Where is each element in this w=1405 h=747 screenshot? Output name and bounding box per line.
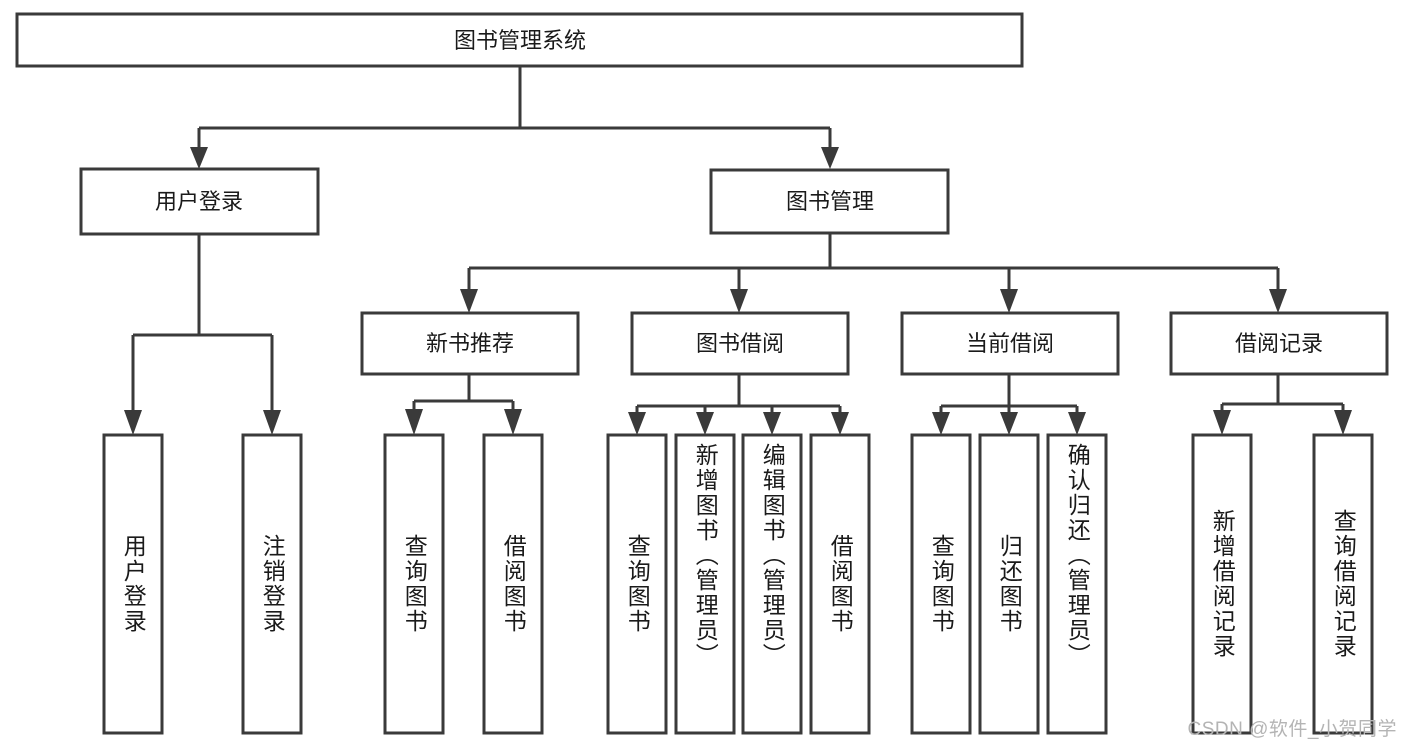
leaf-box-bookborrow-add[interactable] — [674, 433, 736, 735]
node-book-manage-box[interactable] — [709, 168, 950, 235]
arrow-to-currentborrow-leaf-1 — [932, 412, 950, 435]
leaf-box-bookborrow-query[interactable] — [606, 433, 668, 735]
arrow-to-user-login-leaf — [124, 410, 142, 435]
node-book-borrow-label: 图书借阅 — [696, 331, 784, 356]
arrow-to-bookborrow-leaf-3 — [763, 412, 781, 435]
csdn-watermark: CSDN @软件_小贺同学 — [1187, 719, 1397, 740]
arrow-to-logout-leaf — [263, 410, 281, 435]
leaf-box-currentborrow-return[interactable] — [978, 433, 1040, 735]
node-new-book-label: 新书推荐 — [426, 331, 514, 356]
node-new-book-box[interactable] — [360, 311, 580, 376]
leaf-box-record-add[interactable] — [1191, 433, 1253, 735]
node-borrow-record-box[interactable] — [1169, 311, 1389, 376]
node-current-borrow-label: 当前借阅 — [966, 331, 1054, 356]
leaf-box-currentborrow-query[interactable] — [910, 433, 972, 735]
node-layer: 图书管理系统 用户登录 图书管理 新书推荐 图书借阅 当前借阅 借阅记录 — [15, 12, 1389, 735]
arrow-to-newbook-leaf-1 — [405, 409, 423, 435]
leaf-box-currentborrow-confirm[interactable] — [1046, 433, 1108, 735]
arrow-to-new-book — [460, 289, 478, 313]
arrow-to-bookborrow-leaf-4 — [831, 412, 849, 435]
arrow-to-bookborrow-leaf-1 — [628, 412, 646, 435]
leaf-box-bookborrow-edit[interactable] — [741, 433, 803, 735]
arrow-to-newbook-leaf-2 — [504, 409, 522, 435]
leaf-box-record-query[interactable] — [1312, 433, 1374, 735]
node-user-login-box[interactable] — [79, 167, 320, 236]
node-book-manage-label: 图书管理 — [786, 189, 874, 214]
arrow-to-current-borrow — [1000, 289, 1018, 313]
arrow-to-user-login — [190, 147, 208, 169]
arrow-to-book-borrow — [730, 289, 748, 313]
leaf-box-newbook-borrow[interactable] — [482, 433, 544, 735]
node-borrow-record-label: 借阅记录 — [1235, 331, 1323, 356]
arrow-to-borrowrecord-leaf-1 — [1213, 410, 1231, 435]
leaf-box-newbook-query[interactable] — [383, 433, 445, 735]
connector-layer — [124, 66, 1352, 435]
node-current-borrow-box[interactable] — [900, 311, 1120, 376]
arrow-to-bookborrow-leaf-2 — [696, 412, 714, 435]
node-user-login-label: 用户登录 — [155, 189, 243, 214]
arrow-to-currentborrow-leaf-3 — [1068, 412, 1086, 435]
arrow-to-borrow-record — [1269, 289, 1287, 313]
node-root-label: 图书管理系统 — [454, 28, 586, 53]
node-root-box[interactable] — [15, 12, 1024, 68]
arrow-to-currentborrow-leaf-2 — [1000, 412, 1018, 435]
node-book-borrow-box[interactable] — [630, 311, 850, 376]
arrow-to-book-manage — [821, 147, 839, 169]
leaf-box-logout[interactable] — [241, 433, 303, 735]
arrow-to-borrowrecord-leaf-2 — [1334, 410, 1352, 435]
leaf-box-user-login[interactable] — [102, 433, 164, 735]
leaf-box-bookborrow-lend[interactable] — [809, 433, 871, 735]
